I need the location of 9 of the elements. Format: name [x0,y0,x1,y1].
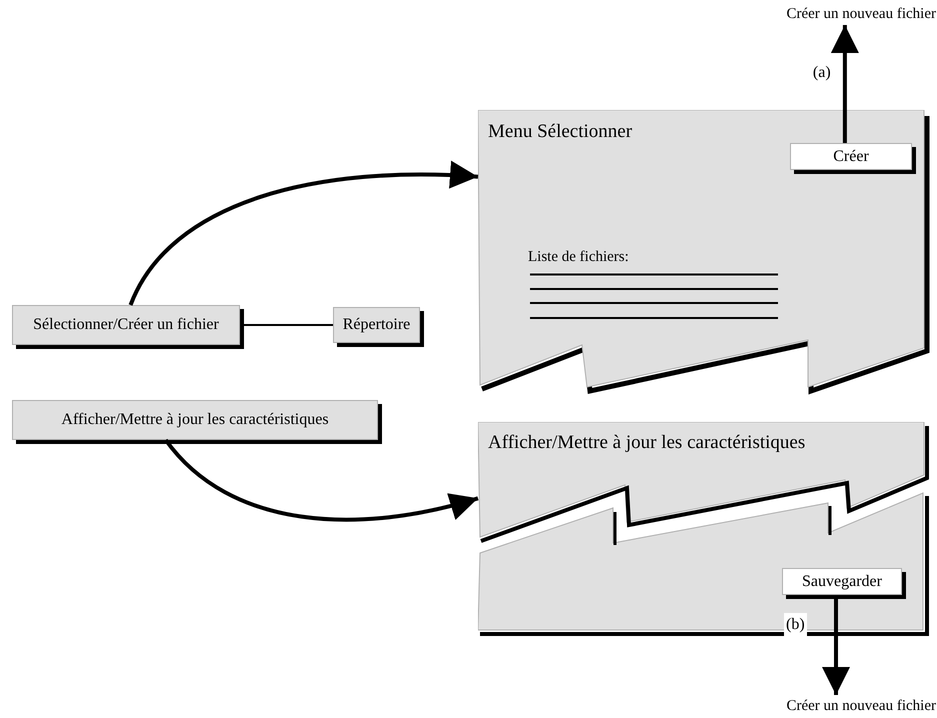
caption-text: Créer un nouveau fichier [748,3,936,25]
arrow [128,161,478,306]
edge-label: (b) [784,613,807,637]
panel-title: Afficher/Mettre à jour les caractéristiques [488,431,806,455]
arrow [830,25,859,143]
caption-text: Créer un nouveau fichier [748,695,936,717]
arrow [164,438,479,522]
list-heading: Liste de fichiers: [528,248,629,267]
panel-title: Menu Sélectionner [488,120,632,144]
